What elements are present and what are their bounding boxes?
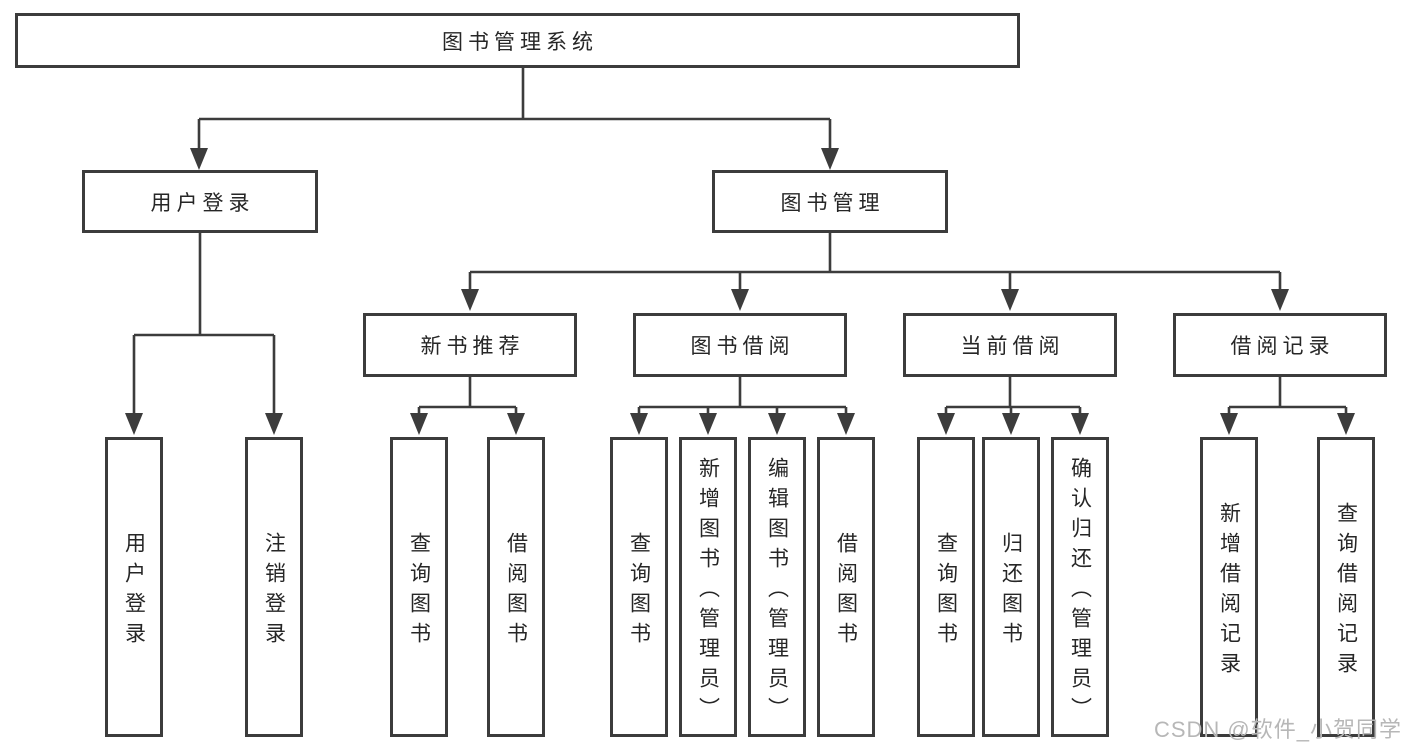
arrowhead-icon [821,148,839,170]
node-label: 查询图书 [934,531,958,652]
node-new-book-recommendation: 新书推荐 [363,313,577,377]
node-leaf-nbr-query-books: 查询图书 [390,437,448,737]
node-label: 用户登录 [150,191,255,215]
node-label: 查询借阅记录 [1334,501,1358,682]
node-label: 图书管理系统 [442,30,598,54]
arrowhead-icon [630,413,648,435]
node-label: 借阅图书 [834,531,858,652]
node-label: 用户登录 [122,531,146,652]
arrowhead-icon [410,413,428,435]
node-leaf-logout: 注销登录 [245,437,303,737]
node-label: 借阅图书 [504,531,528,652]
node-leaf-bb-borrow-books: 借阅图书 [817,437,875,737]
arrowhead-icon [768,413,786,435]
arrowhead-icon [731,289,749,311]
node-leaf-cb-return-books: 归还图书 [982,437,1040,737]
node-label: 新增借阅记录 [1217,501,1241,682]
node-book-management-branch: 图书管理 [712,170,948,233]
arrowhead-icon [507,413,525,435]
node-borrowing-records: 借阅记录 [1173,313,1387,377]
arrowhead-icon [1337,413,1355,435]
node-leaf-bb-query-books: 查询图书 [610,437,668,737]
arrowhead-icon [1220,413,1238,435]
node-book-borrowing: 图书借阅 [633,313,847,377]
node-label: 注销登录 [262,531,286,652]
arrowhead-icon [1271,289,1289,311]
node-label: 查询图书 [627,531,651,652]
arrowhead-icon [937,413,955,435]
node-label: 归还图书 [999,531,1023,652]
node-label: 编辑图书（管理员） [765,456,789,727]
node-label: 图书管理 [780,191,885,215]
node-leaf-bb-add-books-admin: 新增图书（管理员） [679,437,737,737]
node-leaf-br-query-record: 查询借阅记录 [1317,437,1375,737]
node-label: 确认归还（管理员） [1068,456,1092,727]
arrowhead-icon [461,289,479,311]
arrowhead-icon [265,413,283,435]
arrowhead-icon [1001,289,1019,311]
node-leaf-bb-edit-books-admin: 编辑图书（管理员） [748,437,806,737]
arrowhead-icon [125,413,143,435]
node-leaf-br-add-record: 新增借阅记录 [1200,437,1258,737]
node-current-borrowing: 当前借阅 [903,313,1117,377]
watermark: CSDN @软件_小贺同学 [1153,717,1402,742]
node-leaf-user-login: 用户登录 [105,437,163,737]
node-user-login-branch: 用户登录 [82,170,318,233]
node-leaf-cb-confirm-return-admin: 确认归还（管理员） [1051,437,1109,737]
node-label: 借阅记录 [1230,335,1335,358]
node-leaf-cb-query-books: 查询图书 [917,437,975,737]
node-label: 新书推荐 [420,335,525,358]
node-library-management-system: 图书管理系统 [15,13,1020,68]
arrowhead-icon [190,148,208,170]
node-label: 图书借阅 [690,335,795,358]
node-label: 当前借阅 [960,335,1065,358]
node-label: 新增图书（管理员） [696,456,720,727]
arrowhead-icon [1071,413,1089,435]
arrowhead-icon [699,413,717,435]
node-label: 查询图书 [407,531,431,652]
arrowhead-icon [837,413,855,435]
node-leaf-nbr-borrow-books: 借阅图书 [487,437,545,737]
arrowhead-icon [1002,413,1020,435]
